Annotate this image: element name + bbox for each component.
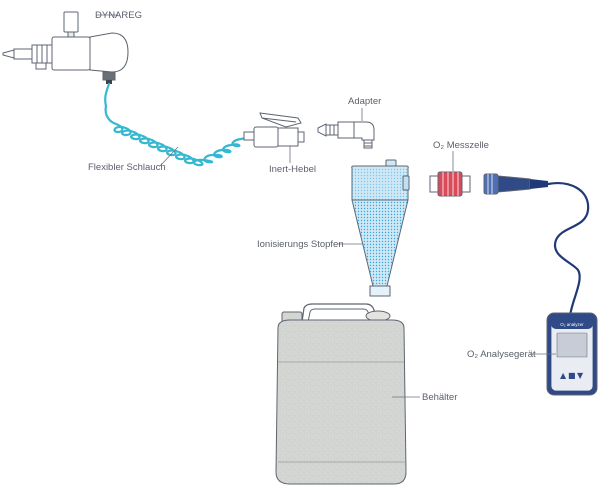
flexible-hose (104, 82, 250, 167)
o2-analyzer-device: O₂ analyzer ▲ ■ ▼ (546, 312, 598, 396)
o2-cell-label: O₂ Messzelle (433, 140, 489, 151)
ionisation-stopper-label: Ionisierungs Stopfen (257, 239, 344, 250)
inert-lever (243, 112, 305, 148)
container-canister (275, 303, 407, 485)
device-button-down: ▼ (577, 371, 584, 380)
inert-lever-label: Inert-Hebel (269, 164, 316, 175)
dynareg-label: DYNAREG (95, 10, 142, 21)
adapter-label: Adapter (348, 96, 381, 107)
device-brand-text: O₂ analyzer (560, 322, 584, 327)
device-button-up: ▲ (560, 371, 567, 380)
o2-analyzer-label: O₂ Analysegerät (467, 349, 536, 360)
ionisation-stopper (351, 159, 410, 297)
flexible-hose-label: Flexibler Schlauch (88, 162, 166, 173)
adapter (317, 121, 375, 149)
device-button-stop: ■ (568, 371, 576, 380)
device-display (556, 332, 588, 358)
dynareg-regulator (2, 11, 129, 84)
flexible-hose-leader (159, 146, 179, 167)
container-label: Behälter (422, 392, 457, 403)
o2-measuring-cell (429, 171, 471, 197)
sensor-cable (483, 173, 590, 318)
